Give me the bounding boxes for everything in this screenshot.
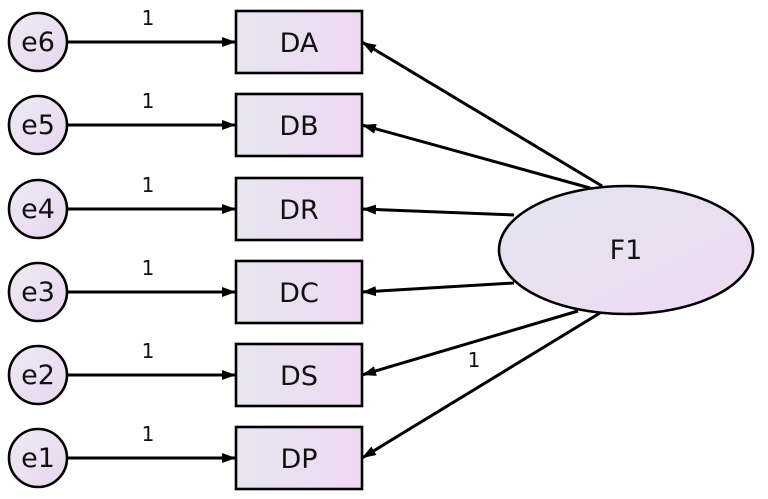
error-circle bbox=[7, 344, 69, 406]
indicator-label: DC bbox=[279, 278, 319, 309]
indicator-label: DA bbox=[280, 28, 319, 59]
error-circle bbox=[7, 11, 69, 73]
factor-loading-arrow bbox=[361, 311, 601, 460]
indicator-box bbox=[234, 92, 364, 158]
error-label: e2 bbox=[21, 360, 55, 391]
error-circle bbox=[7, 94, 69, 156]
error-label: e3 bbox=[21, 277, 55, 308]
factor-loading-arrow bbox=[361, 309, 579, 377]
factor-loading-arrow bbox=[361, 281, 515, 297]
edges-layer bbox=[67, 37, 603, 463]
indicator-box bbox=[234, 176, 364, 242]
factor-loading-arrow bbox=[361, 123, 591, 190]
indicator-box bbox=[234, 425, 364, 491]
error-weight-label: 1 bbox=[142, 173, 155, 197]
error-weight-label: 1 bbox=[142, 256, 155, 280]
indicator-label: DP bbox=[280, 444, 317, 475]
error-weight-label: 1 bbox=[142, 89, 155, 113]
indicator-box bbox=[234, 9, 364, 75]
factor-label: F1 bbox=[610, 235, 643, 266]
error-weight-label: 1 bbox=[142, 6, 155, 30]
indicator-label: DB bbox=[279, 111, 318, 142]
error-label: e5 bbox=[21, 110, 55, 141]
labels-layer: F1 e6 DA 1 e5 DB 1 e4 DR 1 e3 DC 1 e2 DS 1 1 e1 DP 1 bbox=[21, 6, 642, 475]
indicator-box bbox=[234, 259, 364, 325]
error-weight-label: 1 bbox=[142, 422, 155, 446]
factor-loading-arrow bbox=[361, 40, 603, 188]
factor-ellipse bbox=[497, 184, 755, 316]
error-label: e6 bbox=[21, 27, 55, 58]
indicator-label: DR bbox=[279, 195, 319, 226]
error-circle bbox=[7, 178, 69, 240]
error-label: e1 bbox=[21, 443, 55, 474]
loading-weight-label: 1 bbox=[468, 348, 481, 372]
nodes-layer bbox=[7, 9, 755, 491]
error-circle bbox=[7, 427, 69, 489]
indicator-box bbox=[234, 342, 364, 408]
factor-loading-arrow bbox=[361, 204, 515, 217]
indicator-label: DS bbox=[280, 361, 318, 392]
error-label: e4 bbox=[21, 194, 55, 225]
error-circle bbox=[7, 261, 69, 323]
error-weight-label: 1 bbox=[142, 339, 155, 363]
